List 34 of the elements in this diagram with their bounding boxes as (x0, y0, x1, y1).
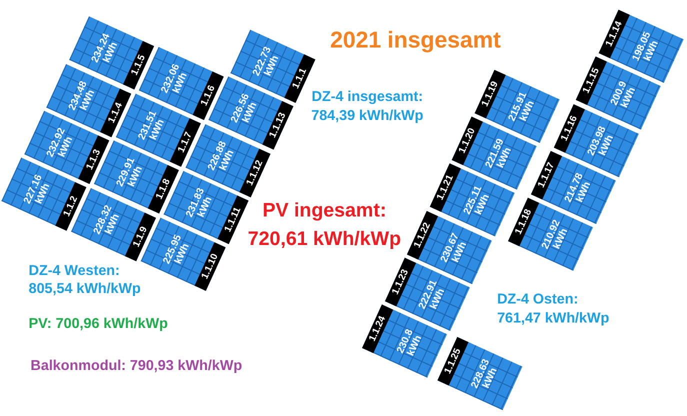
panel-number: 1.1.10 (199, 252, 221, 282)
annotation: DZ-4 insgesamt: 784,39 kWh/kWp (310, 88, 424, 126)
panel-number: 1.1.3 (84, 148, 103, 172)
yield-value: 200.9 kWh (606, 78, 639, 112)
panel-number: 1.1.15 (580, 66, 602, 96)
panel-number: 1.1.7 (176, 130, 196, 155)
heading: 2021 insgesamt (330, 28, 501, 54)
yield-value: 230.8 kWh (393, 326, 426, 360)
annotation: PV ingesamt: 720,61 kWh/kWp (246, 198, 402, 252)
annotation: Balkonmodul: 790,93 kWh/kWp (30, 356, 242, 376)
panel-number: 1.1.18 (513, 207, 535, 236)
panel-number: 1.1.9 (130, 224, 150, 249)
panel-number: 1.1.1 (290, 66, 310, 91)
panel-number: 1.1.14 (603, 20, 625, 49)
panel-number: 1.1.2 (61, 194, 80, 219)
annotation: DZ-4 Osten: 761,47 kWh/kWp (497, 290, 610, 328)
panel-number: 1.1.22 (412, 220, 434, 250)
panel-number: 1.1.16 (558, 114, 580, 142)
panel-number: 1.1.4 (106, 100, 126, 125)
panel-number: 1.1.8 (153, 178, 173, 202)
panel-number: 1.1.13 (266, 111, 288, 140)
panel-number: 1.1.19 (480, 80, 501, 108)
annotation: PV: 700,96 kWh/kWp (28, 314, 168, 334)
panel-number: 1.1.21 (434, 173, 456, 202)
panel-number: 1.1.5 (128, 54, 148, 78)
panel-number: 1.1.12 (244, 158, 266, 188)
panel-number: 1.1.20 (457, 126, 478, 156)
annotation: DZ-4 Westen: 805,54 kWh/kWp (28, 261, 142, 298)
panel-number: 1.1.11 (222, 205, 244, 234)
panel-number: 1.1.25 (442, 346, 464, 376)
panel-number: 1.1.24 (366, 314, 388, 344)
panel-number: 1.1.23 (389, 267, 411, 296)
panel-number: 1.1.17 (536, 160, 558, 190)
panel-number: 1.1.6 (198, 84, 218, 108)
